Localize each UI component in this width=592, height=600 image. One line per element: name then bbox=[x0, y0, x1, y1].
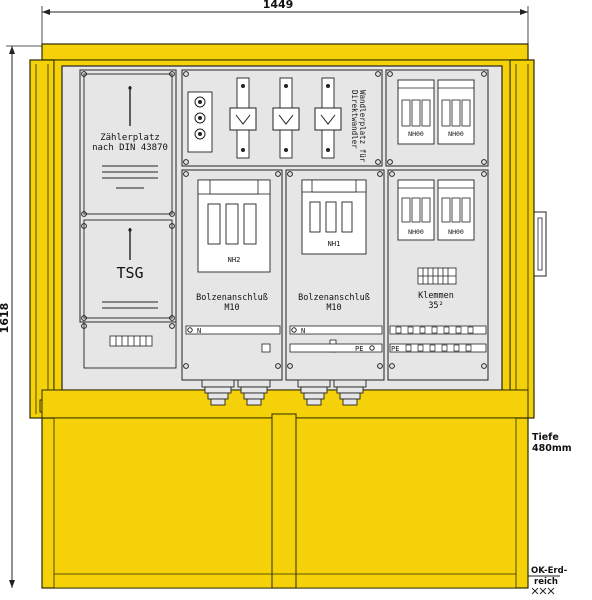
meter-title-line1: Zählerplatz bbox=[100, 133, 160, 143]
cable-gland-2 bbox=[237, 379, 271, 406]
nh00-label-top-right: NH00 bbox=[448, 130, 464, 138]
nh00-fuse-top-left bbox=[397, 79, 435, 145]
ground-hatch bbox=[531, 587, 555, 595]
nh2-bay: NH2 Bolzenanschluß M10 N bbox=[181, 169, 283, 381]
nh1-label: NH1 bbox=[328, 240, 341, 248]
cable-gland-4 bbox=[333, 379, 367, 406]
n-rail-2-label: N bbox=[301, 327, 305, 335]
ground-label-line1: OK-Erd- bbox=[531, 566, 568, 576]
sill bbox=[41, 389, 529, 419]
nh00-fuse-top-right bbox=[437, 79, 475, 145]
bolt-label-line2-b: M10 bbox=[326, 303, 341, 313]
n-rail-3 bbox=[389, 325, 487, 335]
door-handle bbox=[533, 211, 547, 277]
n-rail-2 bbox=[289, 325, 383, 335]
clamp-terminal-block bbox=[417, 267, 457, 285]
roof bbox=[41, 43, 529, 61]
bolt-label-line1-b: Bolzenanschluß bbox=[298, 293, 370, 303]
meter-title-line2: nach DIN 43870 bbox=[92, 143, 168, 153]
cable-gland-1 bbox=[201, 379, 235, 406]
converter-label-line1: Wandlerplatz für bbox=[358, 90, 367, 163]
cable-gland-3 bbox=[297, 379, 331, 406]
converter-section: Wandlerplatz für Direktwandler bbox=[181, 69, 383, 167]
cable-glands bbox=[201, 379, 367, 406]
pe-rail-2-terminals bbox=[405, 344, 472, 352]
tsg-label: TSG bbox=[116, 264, 143, 282]
height-dimension: 1618 bbox=[0, 45, 42, 588]
meter-slots bbox=[102, 165, 158, 189]
depth-label-line2: 480mm bbox=[532, 443, 572, 454]
pe-rail-1 bbox=[289, 343, 383, 353]
nh00-fuse-bottom-left bbox=[397, 179, 435, 241]
meter-panel: Zählerplatz nach DIN 43870 TSG bbox=[79, 69, 177, 369]
converter-label-line2: Direktwandler bbox=[350, 90, 359, 149]
ground-label-line2: reich bbox=[534, 577, 558, 587]
terminal-bay: NH00 NH00 Klemmen 35² PE bbox=[387, 169, 489, 381]
n-rail-3-terminals bbox=[395, 326, 474, 334]
nh00-label-bottom-right: NH00 bbox=[448, 228, 464, 236]
height-label: 1618 bbox=[0, 303, 11, 334]
depth-label-line1: Tiefe bbox=[532, 432, 559, 443]
nh1-bay: NH1 Bolzenanschluß M10 N PE bbox=[285, 169, 385, 381]
converter-clamp-3 bbox=[314, 77, 342, 159]
bolt-label-line2-a: M10 bbox=[224, 303, 239, 313]
nh00-fuse-bottom-right bbox=[437, 179, 475, 241]
width-label: 1449 bbox=[263, 0, 294, 11]
converter-clamp-2 bbox=[272, 77, 300, 159]
left-door bbox=[29, 59, 55, 419]
meter-section bbox=[83, 73, 173, 215]
terminal-strip bbox=[109, 335, 153, 347]
nh00-label-bottom-left: NH00 bbox=[408, 228, 424, 236]
terminals-label-line2: 35² bbox=[428, 301, 443, 311]
converter-clamp-1 bbox=[229, 77, 257, 159]
nh2-label: NH2 bbox=[228, 256, 241, 264]
nh00-top-section: NH00 NH00 bbox=[385, 69, 489, 167]
pe-rail-2 bbox=[389, 343, 487, 353]
pe-rail-1-label: PE bbox=[355, 345, 363, 353]
width-dimension: 1449 bbox=[41, 0, 529, 44]
base-divider bbox=[271, 413, 297, 589]
bolt-label-line1-a: Bolzenanschluß bbox=[196, 293, 268, 303]
n-rail-1 bbox=[185, 325, 281, 335]
n-rail-1-label: N bbox=[197, 327, 201, 335]
right-door bbox=[509, 59, 535, 419]
pe-rail-2-label: PE bbox=[391, 345, 399, 353]
terminals-label-line1: Klemmen bbox=[418, 291, 454, 301]
nh00-label-top-left: NH00 bbox=[408, 130, 424, 138]
nh2-fuse-base bbox=[197, 179, 271, 273]
